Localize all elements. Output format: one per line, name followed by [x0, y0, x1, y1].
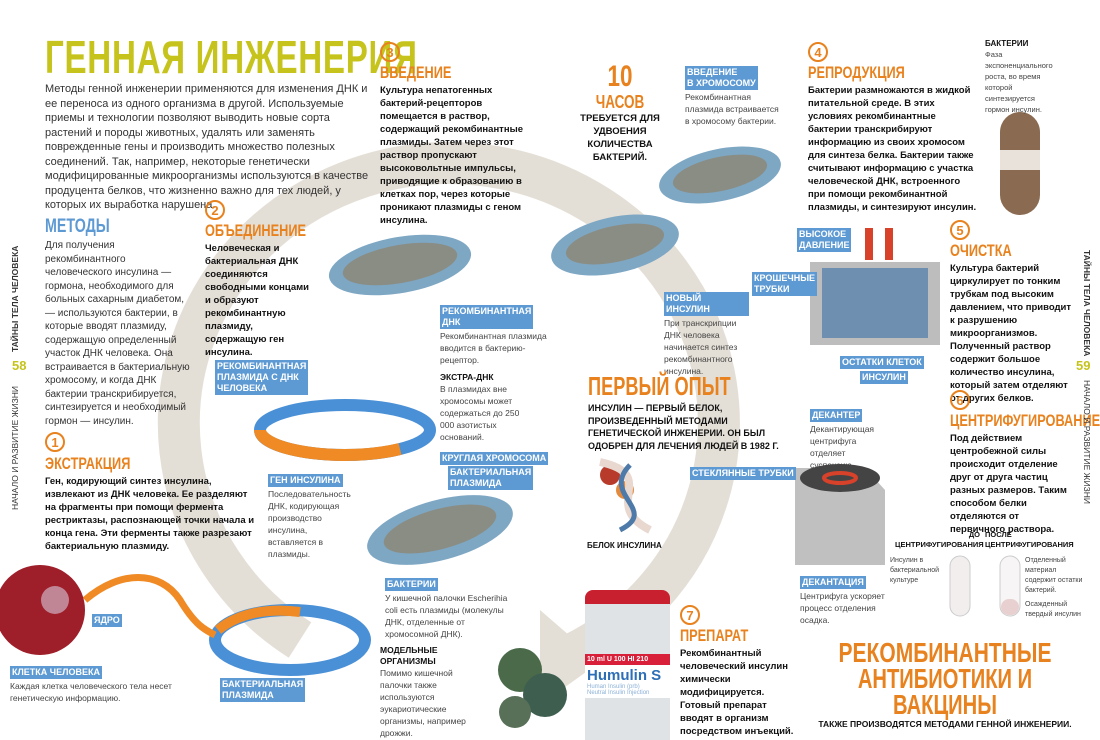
vial-brand: Humulin S — [587, 667, 662, 684]
decanter-text: Декантирующая центрифуга отделяет суспен… — [810, 424, 875, 470]
step-1-heading: ЭКСТРАКЦИЯ — [45, 454, 131, 473]
label-decanter: ДЕКАНТЕР — [810, 409, 863, 422]
label-high-pressure: ВЫСОКОЕ ДАВЛЕНИЕ — [797, 228, 852, 252]
bacterium-chromosome — [659, 146, 781, 204]
antibiotics-line-2: АНТИБИОТИКИ И ВАКЦИНЫ — [857, 663, 1033, 720]
step-3-number: 3 — [380, 42, 400, 62]
insulin-vial: 10 ml U 100 HI 210 Humulin S Human Insul… — [585, 590, 670, 740]
hours-number: 10 — [607, 60, 633, 93]
human-cell-text: Каждая клетка человеческого тела несет г… — [10, 681, 172, 703]
intro-text: Методы генной инженерии применяются для … — [45, 83, 369, 211]
left-chapter: НАЧАЛО И РАЗВИТИЕ ЖИЗНИ — [10, 386, 20, 510]
after-label: ПОСЛЕ ЦЕНТРИФУГИРОВАНИЯ — [985, 530, 1074, 549]
protein-label: БЕЛОК ИНСУЛИНА — [587, 541, 662, 550]
insulin-protein — [599, 458, 652, 534]
first-text: ИНСУЛИН — ПЕРВЫЙ БЕЛОК, ПРОИЗВЕДЕННЫЙ МЕ… — [588, 403, 779, 451]
label-glass-tubes: СТЕКЛЯННЫЕ ТРУБКИ — [690, 467, 796, 480]
human-cell — [0, 565, 85, 655]
right-chapter: НАЧАЛО И РАЗВИТИЕ ЖИЗНИ — [1082, 380, 1092, 504]
bacterial-plasmid-ring — [209, 604, 371, 676]
right-page-number: 59 — [1076, 358, 1091, 373]
vial-sub-2: Neutral Insulin Injection — [587, 690, 650, 696]
decantation-text: Центрифуга ускоряет процесс отделения ос… — [800, 591, 885, 625]
bacterium-step3 — [328, 234, 472, 296]
step-4-text: Бактерии размножаются в жидкой питательн… — [808, 85, 977, 213]
test-tube — [1000, 112, 1040, 215]
new-insulin-text: При транскрипции ДНК человека начинается… — [664, 318, 738, 376]
label-insulin: ИНСУЛИН — [860, 371, 908, 384]
methods-heading: МЕТОДЫ — [45, 216, 110, 237]
recombinant-plasmid-ring — [254, 399, 436, 461]
label-insulin-gene: ГЕН ИНСУЛИНА — [268, 474, 343, 487]
vial-strip: 10 ml U 100 HI 210 — [585, 654, 670, 665]
antibiotics-line-1: РЕКОМБИНАНТНЫЕ — [838, 637, 1052, 668]
step-6-number: 6 — [950, 390, 970, 410]
bacteria-text: У кишечной палочки Escherihia coli есть … — [385, 593, 508, 639]
step-7-number: 7 — [680, 605, 700, 625]
after-note-2: Осажденный твердый инсулин — [1025, 601, 1081, 618]
step-1-text: Ген, кодирующий синтез инсулина, извлека… — [45, 476, 255, 552]
step-3-heading: ВВЕДЕНИЕ — [380, 63, 452, 82]
step-7-text: Рекомбинантный человеческий инсулин хими… — [680, 648, 794, 737]
step-3-text: Культура непатогенных бактерий-рецепторо… — [380, 85, 523, 226]
label-tiny-tubes: КРОШЕЧНЫЕ ТРУБКИ — [752, 272, 818, 296]
tube-bacteria-label: БАКТЕРИИ — [985, 39, 1029, 48]
step-5-text: Культура бактерий циркулирует по тонким … — [950, 263, 1072, 404]
label-cell-debris: ОСТАТКИ КЛЕТОК — [840, 356, 924, 369]
step-6-heading: ЦЕНТРИФУГИРОВАНИЕ — [950, 411, 1100, 430]
first-heading: ПЕРВЫЙ ОПЫТ — [588, 371, 731, 401]
chromosome-insert-text: Рекомбинантная плазмида встраивается в х… — [685, 92, 779, 126]
label-recombinant-dna: РЕКОМБИНАНТНАЯ ДНК — [440, 305, 534, 329]
yeast-cells — [498, 648, 567, 728]
label-human-cell: КЛЕТКА ЧЕЛОВЕКА — [10, 666, 102, 679]
hours-callout: 10 ЧАСОВ ТРЕБУЕТСЯ ДЛЯ УДВОЕНИЯ КОЛИЧЕСТ… — [580, 62, 660, 164]
left-page-number: 58 — [12, 358, 27, 373]
page-title: ГЕННАЯ ИНЖЕНЕРИЯ — [45, 31, 418, 83]
step-7-heading: ПРЕПАРАТ — [680, 626, 749, 645]
label-round-chromosome: КРУГЛАЯ ХРОМОСОМА — [440, 452, 549, 465]
bacterium-bottom — [367, 495, 513, 565]
step-1-number: 1 — [45, 432, 65, 452]
label-bacteria: БАКТЕРИИ — [385, 578, 438, 591]
antibiotics-sub: ТАКЖЕ ПРОИЗВОДЯТСЯ МЕТОДАМИ ГЕННОЙ ИНЖЕН… — [818, 719, 1072, 729]
step-2-number: 2 — [205, 200, 225, 220]
step-5-number: 5 — [950, 220, 970, 240]
tube-bacteria-text: Фаза экспоненциального роста, во время к… — [985, 50, 1053, 114]
extra-dna-text: В плазмидах вне хромосомы может содержат… — [440, 384, 520, 442]
model-organisms-label: МОДЕЛЬНЫЕ ОРГАНИЗМЫ — [380, 645, 438, 666]
vial-sub-1: Human Insulin (prb) — [587, 684, 640, 690]
label-new-insulin: НОВЫЙ ИНСУЛИН — [664, 292, 749, 316]
label-nucleus: ЯДРО — [92, 614, 122, 627]
recombinant-dna-text: Рекомбинантная плазмида вводится в бакте… — [440, 331, 547, 365]
before-label: ДО ЦЕНТРИФУГИРОВАНИЯ — [895, 530, 984, 549]
tubes-before-after — [949, 555, 1021, 617]
label-bacterial-plasmid-top: БАКТЕРИАЛЬНАЯ ПЛАЗМИДА — [448, 466, 534, 490]
antibiotics-callout: РЕКОМБИНАНТНЫЕ АНТИБИОТИКИ И ВАКЦИНЫ ТАК… — [800, 637, 1090, 730]
hours-unit: ЧАСОВ — [595, 92, 645, 112]
step-4-heading: РЕПРОДУКЦИЯ — [808, 63, 905, 82]
step-5-heading: ОЧИСТКА — [950, 241, 1012, 260]
step-6-text: Под действием центробежной силы происход… — [950, 433, 1067, 535]
label-decantation: ДЕКАНТАЦИЯ — [800, 576, 866, 589]
bacterium-new-insulin — [551, 214, 679, 276]
hours-text: ТРЕБУЕТСЯ ДЛЯ УДВОЕНИЯ КОЛИЧЕСТВА БАКТЕР… — [580, 113, 660, 163]
label-bacterial-plasmid-bottom: БАКТЕРИАЛЬНАЯ ПЛАЗМИДА — [220, 678, 306, 702]
label-recombinant-plasmid: РЕКОМБИНАНТНАЯ ПЛАЗМИДА С ДНК ЧЕЛОВЕКА — [215, 360, 309, 395]
centrifuge — [795, 464, 885, 565]
step-4-number: 4 — [808, 42, 828, 62]
step-2-text: Человеческая и бактериальная ДНК соединя… — [205, 243, 310, 358]
step-2-heading: ОБЪЕДИНЕНИЕ — [205, 221, 307, 240]
filter-box — [810, 228, 940, 345]
right-section: ТАЙНЫ ТЕЛА ЧЕЛОВЕКА — [1082, 250, 1092, 357]
extra-dna-label: ЭКСТРА-ДНК — [440, 372, 494, 382]
left-section: ТАЙНЫ ТЕЛА ЧЕЛОВЕКА — [10, 245, 20, 352]
label-chromosome-insert: ВВЕДЕНИЕ В ХРОМОСОМУ — [685, 66, 758, 90]
insulin-gene-helix — [82, 574, 217, 639]
model-organisms-text: Помимо кишечной палочки также используют… — [380, 668, 466, 738]
after-note-1: Отделенный материал содержит остатки бак… — [1025, 557, 1083, 594]
before-note: Инсулин в бактериальной культуре — [890, 557, 939, 584]
insulin-gene-text: Последовательность ДНК, кодирующая произ… — [268, 489, 351, 559]
methods-text: Для получения рекомбинантного человеческ… — [45, 240, 190, 427]
cycle-arrow — [157, 142, 740, 680]
